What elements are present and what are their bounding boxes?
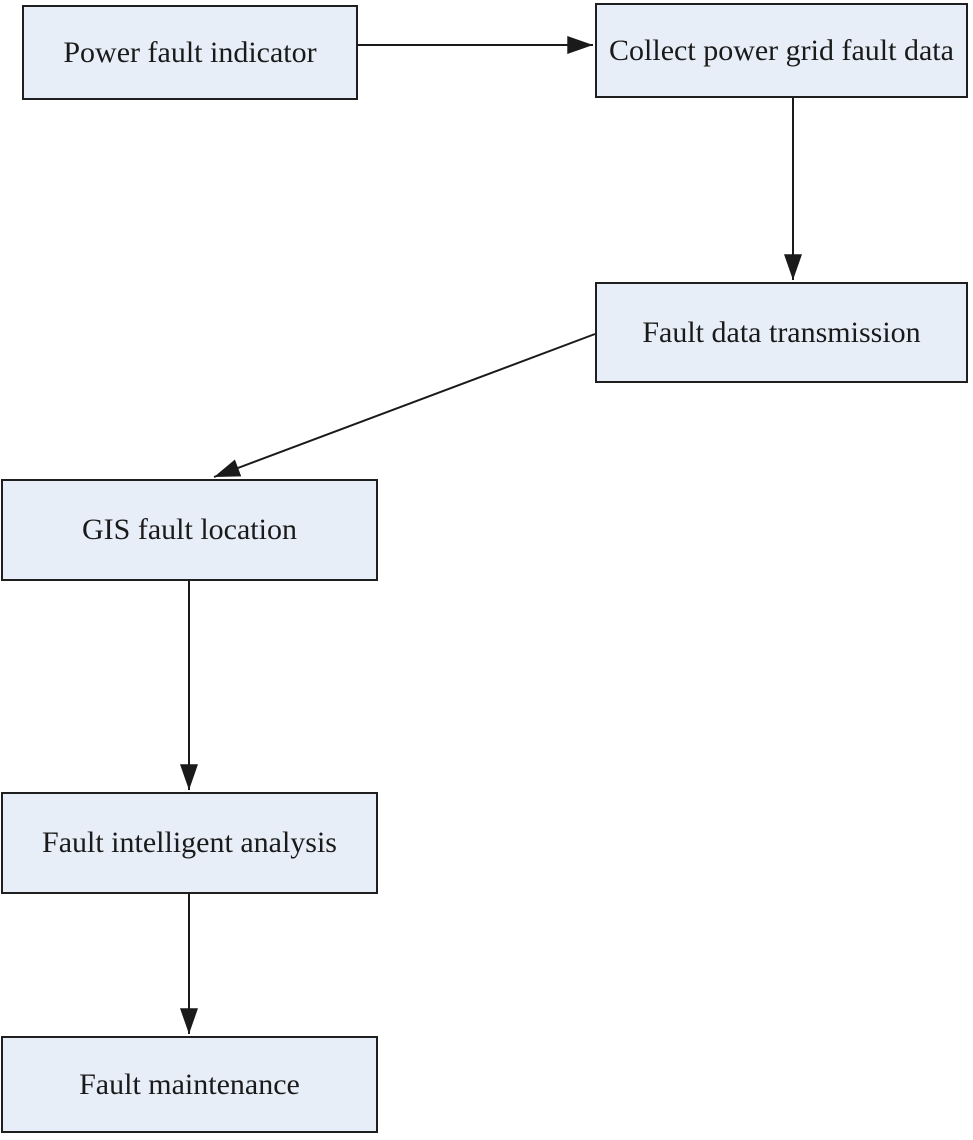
node-power-fault-indicator-label: Power fault indicator [63,35,317,69]
node-fault-intelligent-analysis-label: Fault intelligent analysis [42,826,337,860]
node-power-fault-indicator: Power fault indicator [22,5,358,100]
node-fault-maintenance: Fault maintenance [1,1036,378,1133]
node-gis-fault-location-label: GIS fault location [82,513,297,547]
node-fault-intelligent-analysis: Fault intelligent analysis [1,792,378,894]
node-gis-fault-location: GIS fault location [1,479,378,581]
node-collect-power-grid-fault-data: Collect power grid fault data [595,3,968,98]
node-collect-power-grid-fault-data-label: Collect power grid fault data [609,33,954,67]
edge-transmission-to-gis-arrow [213,333,596,478]
node-fault-data-transmission: Fault data transmission [595,282,968,383]
node-fault-maintenance-label: Fault maintenance [79,1067,300,1101]
node-fault-data-transmission-label: Fault data transmission [642,315,921,349]
